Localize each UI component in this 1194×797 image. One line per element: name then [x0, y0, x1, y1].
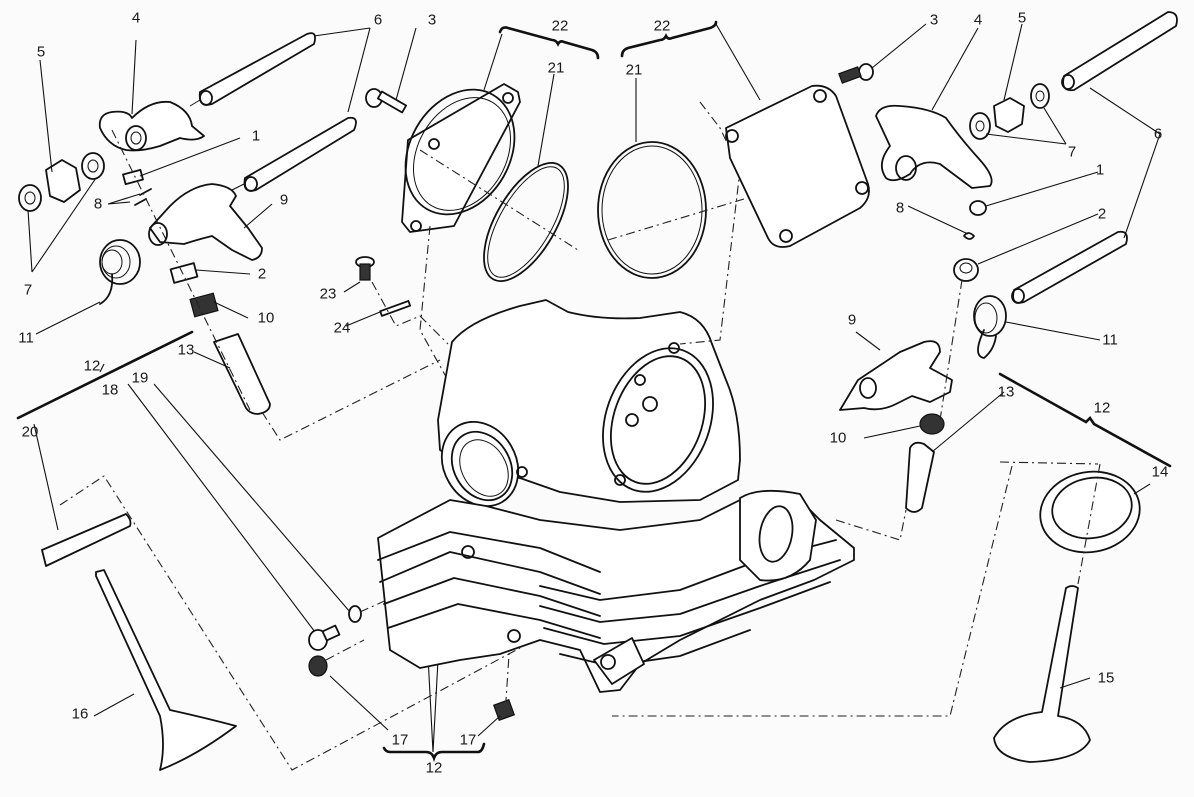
callout-17-right: 17	[459, 731, 477, 749]
valve-cap-left	[169, 262, 199, 284]
valve-guide-left	[213, 333, 271, 415]
rocker-arm-closing-left	[148, 183, 263, 261]
callout-6-right: 6	[1153, 125, 1163, 143]
callout-22-right: 22	[653, 17, 671, 35]
callout-13: 13	[177, 341, 195, 359]
spring-left	[99, 239, 141, 305]
callout-12: 12	[83, 357, 101, 375]
callout-16: 16	[71, 705, 89, 723]
callout-5-right: 5	[1017, 9, 1027, 27]
callout-8: 8	[93, 195, 103, 213]
rocker-arm-left	[98, 100, 205, 152]
callout-15: 15	[1097, 669, 1115, 687]
washer-left-outer	[18, 184, 42, 212]
callout-18: 18	[101, 381, 119, 399]
callout-13-right: 13	[997, 383, 1015, 401]
bolt-3-left	[365, 88, 408, 114]
washer-left-inner	[81, 152, 105, 180]
shim-right	[969, 200, 987, 216]
washer-19	[348, 605, 362, 623]
rocker-shaft-upper	[198, 32, 316, 106]
callout-10-right: 10	[829, 429, 847, 447]
callout-1: 1	[251, 127, 261, 145]
callout-2-right: 2	[1097, 205, 1107, 223]
callout-21-right: 21	[625, 61, 643, 79]
pin-24	[379, 300, 412, 317]
o-ring-right	[597, 141, 707, 279]
cylinder-head	[377, 299, 855, 693]
bolt-3-right	[838, 63, 874, 84]
callout-3: 3	[427, 11, 437, 29]
bushing-left	[45, 159, 81, 203]
callout-1-right: 1	[1095, 161, 1105, 179]
o-ring-left	[483, 162, 569, 282]
callout-24: 24	[333, 319, 351, 337]
valve-left	[95, 569, 237, 771]
valve-seat-right	[1039, 470, 1141, 554]
washer-right-outer	[1030, 83, 1050, 109]
callout-14: 14	[1151, 463, 1169, 481]
rocker-shaft-right-lower	[1011, 230, 1128, 304]
valve-cap-right	[953, 258, 979, 282]
callout-21-left: 21	[547, 59, 565, 77]
oil-seal-left	[189, 292, 219, 318]
callout-23: 23	[319, 285, 337, 303]
valve-seat-left	[41, 513, 132, 567]
callout-7-right: 7	[1067, 143, 1077, 161]
shim-left	[122, 168, 144, 186]
bushing-right	[993, 97, 1025, 133]
callout-22-left: 22	[551, 17, 569, 35]
callout-9: 9	[279, 191, 289, 209]
callout-5: 5	[36, 43, 46, 61]
oil-seal-right	[919, 413, 945, 435]
rocker-arm-right	[875, 104, 993, 189]
spring-right	[973, 295, 1007, 359]
callout-7: 7	[23, 281, 33, 299]
callout-11-right: 11	[1102, 331, 1118, 349]
rocker-shaft-right-upper	[1061, 11, 1178, 92]
plug-17-right	[492, 698, 516, 722]
callout-2: 2	[257, 265, 267, 283]
callout-20: 20	[21, 423, 39, 441]
callout-4-right: 4	[973, 11, 983, 29]
callout-19: 19	[131, 369, 149, 387]
callout-9-right: 9	[847, 311, 857, 329]
screw-23	[355, 256, 375, 281]
washer-right-inner	[969, 112, 991, 140]
callout-6: 6	[373, 11, 383, 29]
callout-12-bottom: 12	[425, 759, 443, 777]
rocker-shaft-lower	[243, 116, 357, 192]
callout-17-left: 17	[391, 731, 409, 749]
callout-10: 10	[257, 309, 275, 327]
rocker-arm-closing-right	[839, 340, 953, 411]
valve-right	[993, 585, 1091, 763]
bolt-18	[308, 624, 341, 651]
callout-11: 11	[18, 329, 34, 347]
cover-left	[401, 83, 521, 233]
cover-right	[725, 84, 870, 248]
valve-guide-right	[905, 441, 935, 513]
callout-4: 4	[131, 9, 141, 27]
plug-17-left	[308, 655, 328, 677]
callout-8-right: 8	[895, 199, 905, 217]
callout-3-right: 3	[929, 11, 939, 29]
callout-12-right: 12	[1093, 399, 1111, 417]
